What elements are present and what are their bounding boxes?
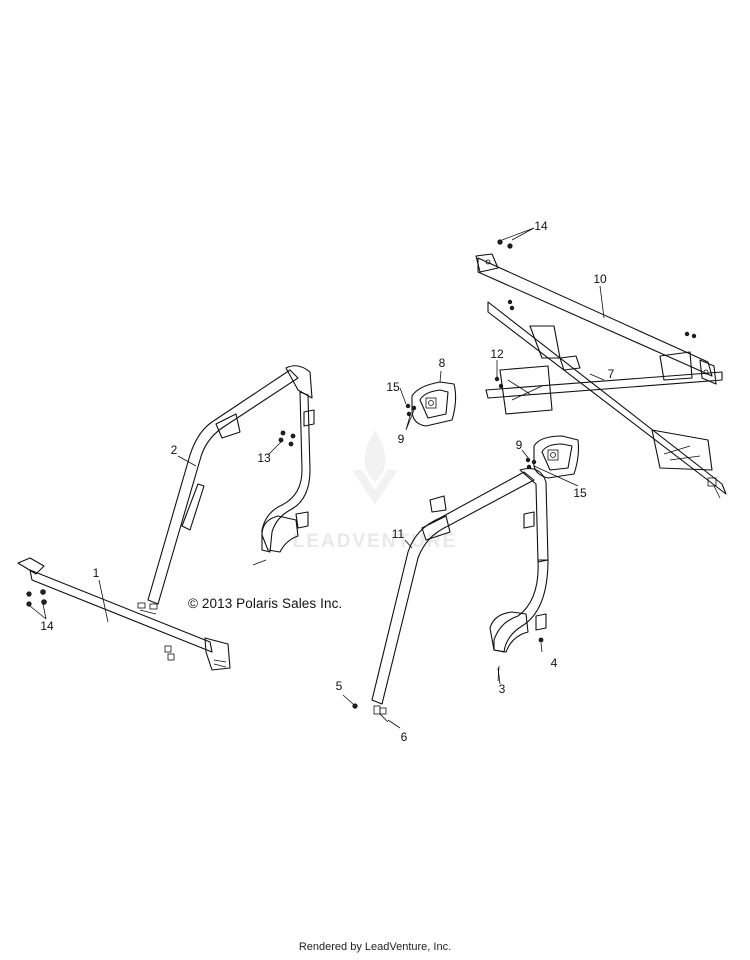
callout-8: 8 [439, 356, 446, 370]
callout-3: 3 [499, 682, 506, 696]
leader-lines [29, 227, 605, 729]
callout-11: 11 [392, 527, 405, 541]
callout-15-right: 15 [573, 486, 587, 500]
part-mirror-right [533, 435, 580, 479]
callout-1: 1 [93, 566, 100, 580]
fasteners-13 [252, 430, 296, 566]
copyright-notice: © 2013 Polaris Sales Inc. [188, 596, 343, 611]
fasteners-14-left [26, 589, 47, 607]
callout-12: 12 [490, 347, 504, 361]
watermark-text: LEADVENTURE [293, 531, 458, 552]
callout-9-right: 9 [516, 438, 523, 452]
fasteners-12 [494, 376, 504, 389]
callout-14-left: 14 [40, 619, 54, 633]
callout-6: 6 [401, 730, 408, 744]
callout-7: 7 [608, 367, 615, 381]
part-2-left-rops [137, 365, 315, 615]
callouts: 1 2 3 4 5 6 7 8 9 9 10 11 12 13 14 14 15… [40, 219, 614, 744]
render-footer: Rendered by LeadVenture, Inc. [298, 941, 452, 953]
callout-2: 2 [171, 443, 178, 457]
part-1-lower-cross-tube [17, 557, 231, 671]
part-7-rear-brace [485, 299, 727, 499]
callout-5: 5 [336, 679, 343, 693]
fasteners-9-15-left [405, 403, 417, 417]
part-10-upper-cross-bar [475, 253, 717, 385]
callout-15-left: 15 [386, 380, 400, 394]
callout-10: 10 [593, 272, 607, 286]
callout-13: 13 [257, 451, 271, 465]
callout-4: 4 [551, 656, 558, 670]
watermark: LEADVENTURE [293, 430, 458, 552]
watermark-flame-icon [352, 430, 398, 505]
part-8-mirror-left [411, 381, 457, 427]
callout-9-left: 9 [398, 432, 405, 446]
fasteners-14-right [497, 239, 513, 249]
part-11-right-rops [352, 467, 549, 723]
callout-14-right: 14 [534, 219, 548, 233]
